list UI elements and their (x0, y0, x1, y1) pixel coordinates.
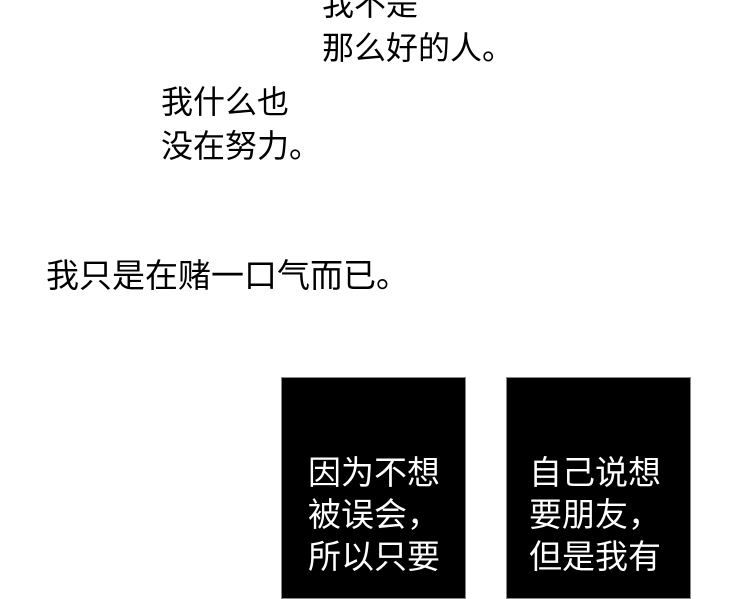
comic-panel-right: 自己说想 要朋友， 但是我有 (506, 377, 691, 599)
comic-panel-left: 因为不想 被误会， 所以只要 (281, 377, 466, 599)
panel-text: 自己说想 要朋友， 但是我有 (529, 452, 661, 578)
panel-line: 但是我有 (529, 537, 661, 576)
caption-not-trying: 我什么也 没在努力。 (161, 80, 321, 168)
panel-line: 要朋友， (529, 495, 661, 534)
panel-line: 自己说想 (529, 453, 661, 492)
caption-not-that-good: 我不是 那么好的人。 (322, 0, 514, 70)
caption-pride: 我只是在赌一口气而已。 (46, 254, 409, 298)
caption-line: 我什么也 (161, 83, 290, 121)
panel-line: 被误会， (308, 495, 440, 534)
panel-line: 所以只要 (308, 537, 440, 576)
caption-line: 我不是 (322, 0, 419, 23)
caption-line: 我只是在赌一口气而已。 (46, 256, 409, 295)
panel-line: 因为不想 (308, 453, 440, 492)
caption-line: 那么好的人。 (322, 29, 515, 67)
panel-text: 因为不想 被误会， 所以只要 (308, 452, 440, 578)
caption-line: 没在努力。 (161, 127, 322, 165)
